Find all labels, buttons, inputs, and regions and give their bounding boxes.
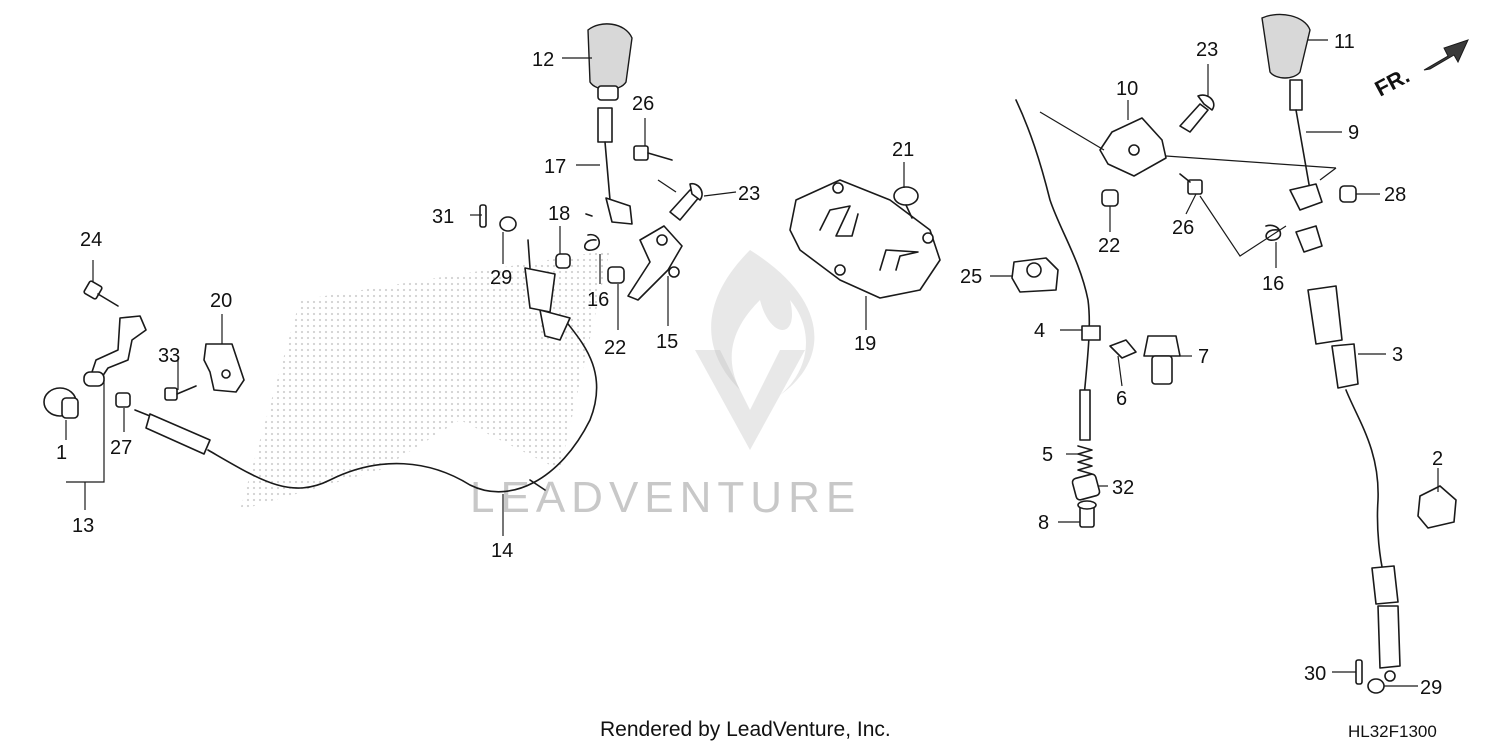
callout-20: 20 xyxy=(210,290,232,312)
part-25-cable-clamp xyxy=(1011,257,1059,293)
callout-5: 5 xyxy=(1042,444,1053,466)
part-11-knob xyxy=(1261,13,1311,79)
part-18-nut xyxy=(555,253,571,269)
watermark: LEADVENTURE xyxy=(240,250,861,522)
part-23-pin-left xyxy=(669,182,703,221)
part-26-bolt-right xyxy=(1179,173,1203,195)
callout-27: 27 xyxy=(110,437,132,459)
part-28-nut xyxy=(1339,185,1357,203)
callout-17: 17 xyxy=(544,156,566,178)
callout-6: 6 xyxy=(1116,388,1127,410)
callout-24: 24 xyxy=(80,229,102,251)
part-7-grommet xyxy=(1143,335,1181,385)
part-8-bolt xyxy=(1077,500,1097,528)
callout-22-right: 22 xyxy=(1098,235,1120,257)
part-31-pin-left xyxy=(479,204,487,228)
callout-14: 14 xyxy=(491,540,513,562)
part-2-clip xyxy=(1417,485,1457,529)
callout-21: 21 xyxy=(892,139,914,161)
callout-33: 33 xyxy=(158,345,180,367)
callout-labels: 1 2 3 4 5 6 7 8 9 10 11 12 13 14 15 16 1… xyxy=(56,31,1443,699)
part-32-collar xyxy=(1071,473,1101,501)
callout-22-left: 22 xyxy=(604,337,626,359)
part-12-knob xyxy=(587,23,633,101)
part-30-pin-right xyxy=(1355,659,1363,685)
callout-16-right: 16 xyxy=(1262,273,1284,295)
part-15-link-bracket xyxy=(627,225,683,301)
watermark-dotted-wing xyxy=(240,250,610,510)
callout-15: 15 xyxy=(656,331,678,353)
part-29-washer-left xyxy=(499,216,517,232)
part-13-lever-bracket xyxy=(83,315,147,387)
callout-3: 3 xyxy=(1392,344,1403,366)
part-17-shift-lever xyxy=(597,107,633,225)
callout-26-right: 26 xyxy=(1172,217,1194,239)
callout-31: 31 xyxy=(432,206,454,228)
part-22-nut-left xyxy=(607,266,625,284)
callout-4: 4 xyxy=(1034,320,1045,342)
part-1-knob xyxy=(43,387,79,419)
part-21-bolt xyxy=(893,186,919,219)
part-26-bolt-left xyxy=(633,145,673,161)
part-5-spring xyxy=(1077,445,1093,475)
part-6-clip xyxy=(1109,339,1137,359)
callout-18: 18 xyxy=(548,203,570,225)
fr-label: FR. xyxy=(1371,63,1414,102)
callout-8: 8 xyxy=(1038,512,1049,534)
leader-lines xyxy=(65,39,1439,687)
callout-26-left: 26 xyxy=(632,93,654,115)
render-credit: Rendered by LeadVenture, Inc. xyxy=(600,718,891,741)
part-24-bolt xyxy=(83,280,119,307)
diagram-code: HL32F1300 xyxy=(1348,722,1437,741)
part-4-cable xyxy=(1015,99,1101,441)
callout-13: 13 xyxy=(72,515,94,537)
front-direction-indicator: FR. xyxy=(1371,39,1469,102)
part-29-washer-right xyxy=(1367,678,1385,694)
callout-12: 12 xyxy=(532,49,554,71)
part-27-nut xyxy=(115,392,131,408)
front-direction-arrow-icon xyxy=(1423,39,1469,71)
callout-23-left: 23 xyxy=(738,183,760,205)
callout-25: 25 xyxy=(960,266,982,288)
callout-29-right: 29 xyxy=(1420,677,1442,699)
callout-11: 11 xyxy=(1334,31,1355,53)
watermark-text: LEADVENTURE xyxy=(470,473,861,522)
part-14-cable xyxy=(134,239,598,493)
callout-19: 19 xyxy=(854,333,876,355)
callout-32: 32 xyxy=(1112,477,1134,499)
callout-9: 9 xyxy=(1348,122,1359,144)
callout-1: 1 xyxy=(56,442,67,464)
part-23-pin-right xyxy=(1179,94,1215,133)
callout-23-right: 23 xyxy=(1196,39,1218,61)
leadventure-flame-logo xyxy=(695,250,815,450)
part-22-nut-right xyxy=(1101,189,1119,207)
part-19-shift-gate-plate xyxy=(789,179,941,299)
part-20-bracket xyxy=(203,343,245,393)
part-10-bracket xyxy=(1039,111,1337,177)
part-9-shift-lever xyxy=(1289,79,1337,211)
callout-2: 2 xyxy=(1432,448,1443,470)
callout-16-left: 16 xyxy=(587,289,609,311)
part-33-bolt xyxy=(164,385,197,401)
part-16-spring-left xyxy=(584,213,600,251)
callout-30: 30 xyxy=(1304,663,1326,685)
part-3-cable xyxy=(1295,225,1401,682)
part-16-spring-right xyxy=(1199,195,1287,257)
callout-10: 10 xyxy=(1116,78,1138,100)
callout-28: 28 xyxy=(1384,184,1406,206)
callout-29-left: 29 xyxy=(490,267,512,289)
callout-7: 7 xyxy=(1198,346,1209,368)
